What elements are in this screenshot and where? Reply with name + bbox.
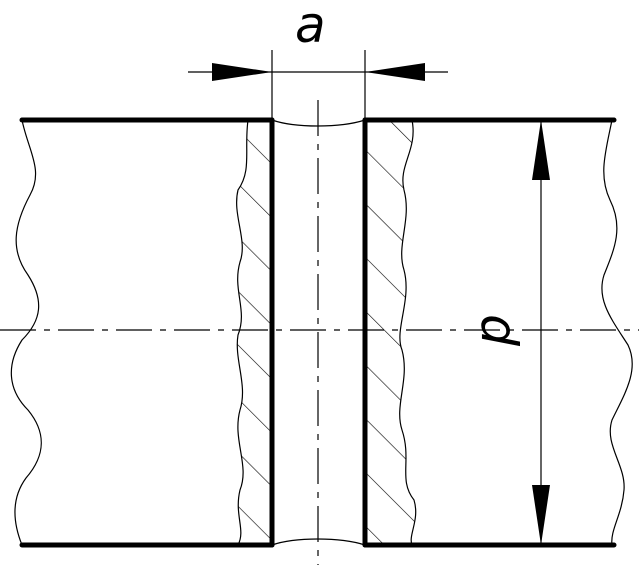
left-outer-break-line — [10, 119, 42, 546]
left-inner-break-line — [236, 119, 249, 546]
dimension-d-arrow-top — [532, 120, 550, 180]
left-hatched-section — [236, 120, 272, 545]
dimension-a-arrow-right — [365, 63, 425, 81]
dimension-a-arrow-left — [212, 63, 272, 81]
right-hatched-section — [365, 120, 416, 545]
right-inner-break-line — [399, 119, 417, 546]
right-outer-break-line — [601, 119, 633, 546]
dimension-d-label: d — [470, 314, 528, 346]
dimension-a-label: a — [295, 0, 326, 54]
dimension-d-arrow-bottom — [532, 485, 550, 545]
